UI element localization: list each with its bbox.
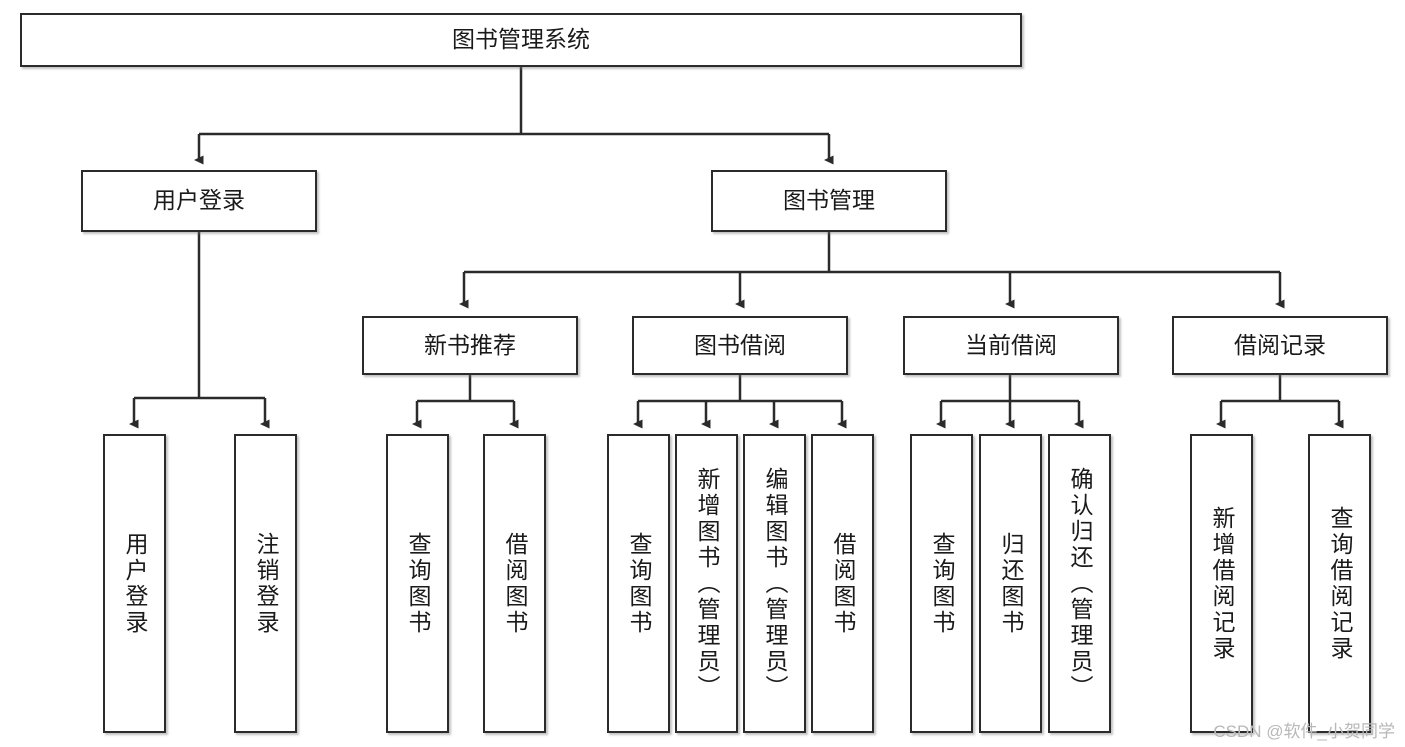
node-leaf-return-book[interactable]: 归还图书 (979, 434, 1042, 733)
node-borrow-record-label: 借阅记录 (1234, 331, 1326, 358)
node-leaf-add-book[interactable]: 新增图书（管理员） (675, 434, 738, 733)
node-leaf-logout-login-label: 注销登录 (253, 531, 279, 636)
node-root-label: 图书管理系统 (452, 26, 590, 53)
node-new-book-recommend[interactable]: 新书推荐 (362, 316, 578, 375)
node-leaf-query-record-label: 查询借阅记录 (1327, 505, 1353, 662)
node-leaf-return-book-label: 归还图书 (998, 531, 1024, 636)
node-leaf-add-record-label: 新增借阅记录 (1209, 505, 1235, 662)
node-leaf-confirm-return-label: 确认归还（管理员） (1067, 466, 1093, 701)
node-leaf-user-login-label: 用户登录 (122, 531, 148, 636)
node-new-book-recommend-label: 新书推荐 (424, 331, 516, 358)
node-leaf-query-book-1[interactable]: 查询图书 (386, 434, 449, 733)
node-book-borrow-label: 图书借阅 (694, 331, 786, 358)
node-book-borrow[interactable]: 图书借阅 (632, 316, 848, 375)
csdn-watermark: CSDN @软件_小贺同学 (1213, 722, 1395, 741)
node-book-manage[interactable]: 图书管理 (711, 170, 947, 232)
node-leaf-logout-login[interactable]: 注销登录 (234, 434, 297, 733)
node-leaf-add-book-label: 新增图书（管理员） (694, 466, 720, 701)
node-leaf-query-record[interactable]: 查询借阅记录 (1308, 434, 1371, 733)
node-leaf-edit-book-label: 编辑图书（管理员） (762, 466, 788, 701)
node-root[interactable]: 图书管理系统 (20, 13, 1022, 67)
node-book-manage-label: 图书管理 (783, 187, 875, 214)
node-user-login[interactable]: 用户登录 (81, 170, 317, 232)
node-leaf-borrow-book-1[interactable]: 借阅图书 (483, 434, 546, 733)
node-leaf-query-book-3[interactable]: 查询图书 (910, 434, 973, 733)
node-leaf-borrow-book-2[interactable]: 借阅图书 (811, 434, 874, 733)
node-leaf-query-book-3-label: 查询图书 (929, 531, 955, 636)
node-leaf-user-login[interactable]: 用户登录 (103, 434, 166, 733)
node-borrow-record[interactable]: 借阅记录 (1172, 316, 1388, 375)
node-user-login-label: 用户登录 (153, 187, 245, 214)
node-leaf-query-book-1-label: 查询图书 (405, 531, 431, 636)
node-leaf-edit-book[interactable]: 编辑图书（管理员） (743, 434, 806, 733)
node-leaf-query-book-2-label: 查询图书 (626, 531, 652, 636)
node-current-borrow-label: 当前借阅 (965, 331, 1057, 358)
node-leaf-borrow-book-1-label: 借阅图书 (502, 531, 528, 636)
node-leaf-confirm-return[interactable]: 确认归还（管理员） (1048, 434, 1111, 733)
node-current-borrow[interactable]: 当前借阅 (903, 316, 1119, 375)
node-leaf-query-book-2[interactable]: 查询图书 (607, 434, 670, 733)
node-leaf-add-record[interactable]: 新增借阅记录 (1190, 434, 1253, 733)
node-leaf-borrow-book-2-label: 借阅图书 (830, 531, 856, 636)
